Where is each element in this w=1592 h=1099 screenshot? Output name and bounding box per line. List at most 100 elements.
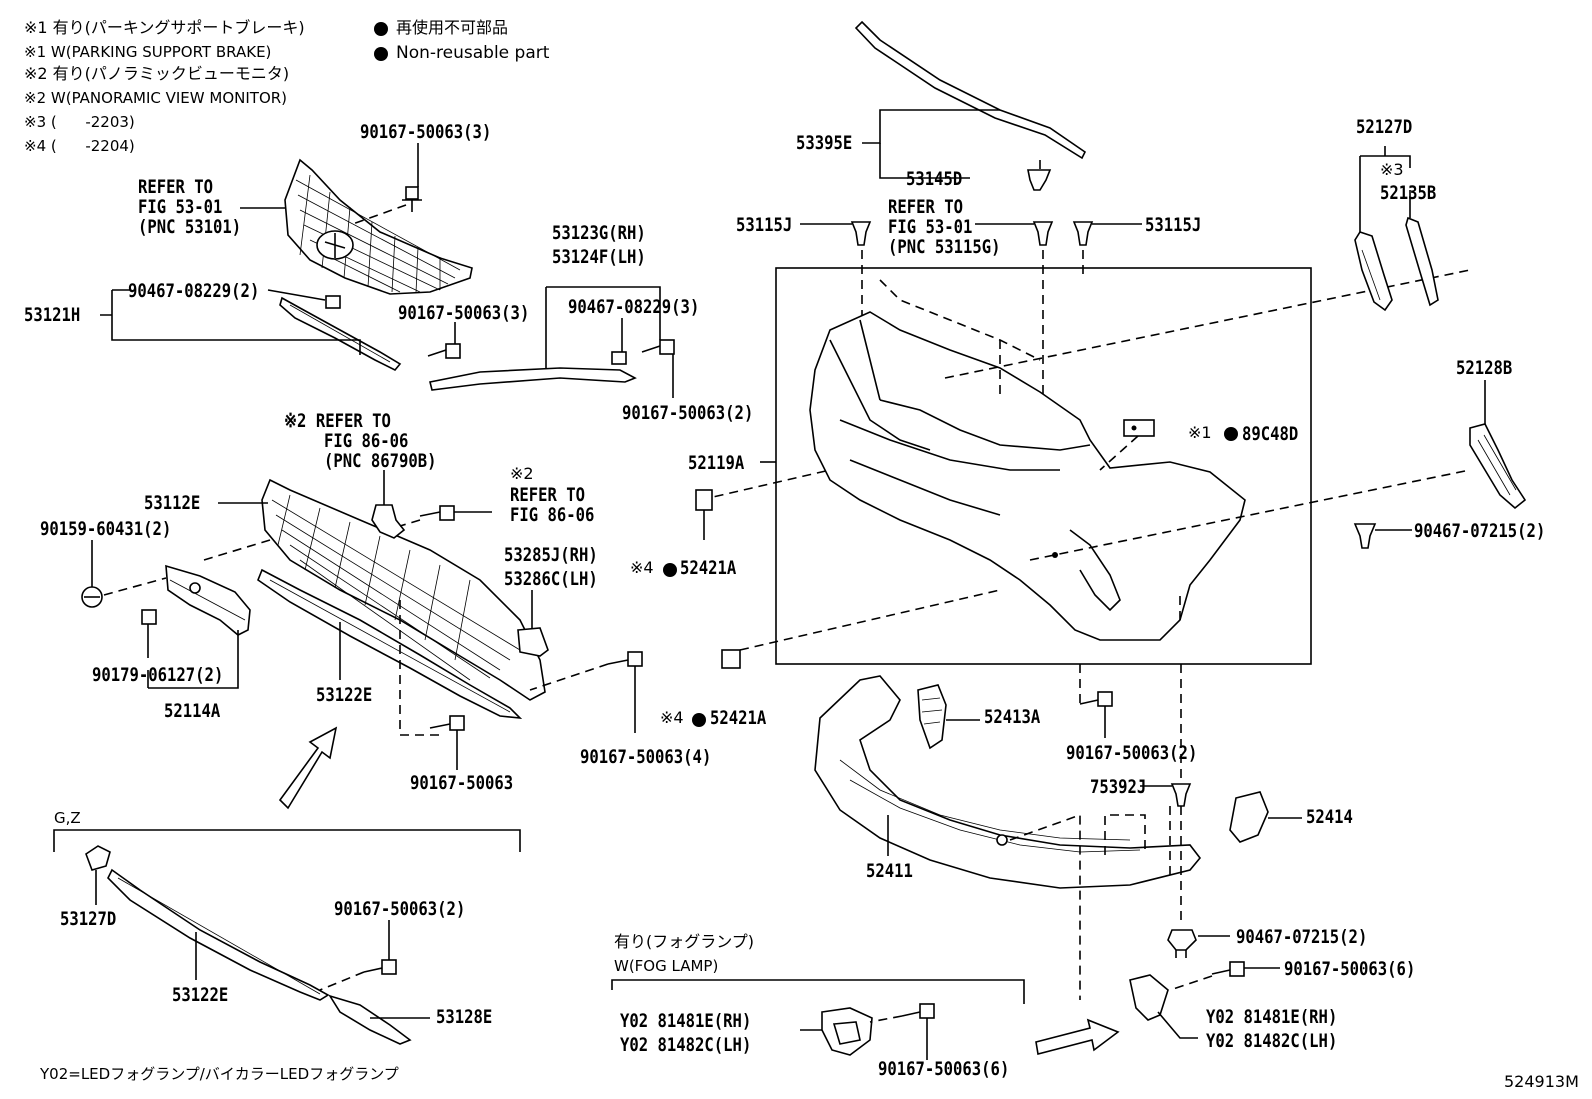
bracket-89C48D bbox=[1123, 419, 1155, 437]
clip-53115G bbox=[1032, 221, 1054, 246]
label-90167-50063-3b: 90167-50063(3) bbox=[398, 302, 530, 324]
label-53285J: 53285J(RH) bbox=[504, 544, 598, 566]
clip-52421A-a bbox=[695, 489, 713, 511]
label-90467-07215-2b: 90467-07215(2) bbox=[1236, 926, 1368, 948]
note-2-jp: ※2 有り(パノラミックビューモニタ) bbox=[24, 64, 290, 83]
label-53115J-a: 53115J bbox=[736, 214, 793, 236]
label-refer-86b-2: FIG 86-06 bbox=[510, 504, 595, 526]
bracket-52114A bbox=[165, 564, 251, 636]
label-53127D: 53127D bbox=[60, 908, 117, 930]
lower-molding-53122E-a bbox=[257, 568, 523, 720]
gz-bracket bbox=[53, 829, 521, 852]
dot-89C48D bbox=[1224, 427, 1238, 441]
label-53395E: 53395E bbox=[796, 132, 853, 154]
retainer-52135B bbox=[1405, 216, 1439, 307]
label-90167-50063-2c: 90167-50063(2) bbox=[334, 898, 466, 920]
label-90467-07215-2a: 90467-07215(2) bbox=[1414, 520, 1546, 542]
label-53115J-b: 53115J bbox=[1145, 214, 1202, 236]
clip-52421A-b bbox=[721, 649, 741, 669]
label-53128E: 53128E bbox=[436, 1006, 493, 1028]
label-90467-08229-3: 90467-08229(3) bbox=[568, 296, 700, 318]
label-52411: 52411 bbox=[866, 860, 913, 882]
arrow-2 bbox=[1035, 1018, 1120, 1055]
fog-bracket-right bbox=[1129, 974, 1169, 1021]
label-52135B: 52135B bbox=[1380, 182, 1437, 204]
bracket-86790B bbox=[371, 504, 406, 539]
label-fog-jp: 有り(フォグランプ) bbox=[614, 932, 755, 951]
label-90467-08229-2: 90467-08229(2) bbox=[128, 280, 260, 302]
mount-hole bbox=[1052, 552, 1058, 558]
bolt-90167-g bbox=[363, 959, 397, 975]
legend-en: Non-reusable part bbox=[396, 43, 550, 63]
legend-dot-en bbox=[374, 47, 388, 61]
bumper-cover-box bbox=[775, 267, 1312, 665]
label-52413A: 52413A bbox=[984, 706, 1041, 728]
clip-90467-a bbox=[325, 295, 341, 309]
note-1-jp: ※1 有り(パーキングサポートブレーキ) bbox=[24, 18, 305, 37]
label-52421A-a-prefix: ※4 bbox=[630, 558, 654, 577]
label-90179-06127: 90179-06127(2) bbox=[92, 664, 224, 686]
label-53122E-a: 53122E bbox=[316, 684, 373, 706]
fog-bracket-box bbox=[611, 979, 1025, 1004]
label-90167-50063-4: 90167-50063(4) bbox=[580, 746, 712, 768]
label-refer-53115-2: FIG 53-01 bbox=[888, 216, 973, 238]
bracket-52414 bbox=[1229, 791, 1269, 843]
note-4: ※4 ( -2204) bbox=[24, 137, 135, 155]
legend-jp: 再使用不可部品 bbox=[396, 18, 509, 37]
bracket-52413A bbox=[917, 684, 947, 750]
label-gz: G,Z bbox=[54, 809, 81, 827]
label-53112E: 53112E bbox=[144, 492, 201, 514]
label-refer-53115-1: REFER TO bbox=[888, 196, 964, 218]
label-x3: ※3 bbox=[1380, 160, 1404, 179]
label-52421A-a: 52421A bbox=[680, 557, 737, 579]
nut-90179 bbox=[141, 609, 157, 625]
retainer-52128B bbox=[1469, 423, 1527, 510]
label-52127D: 52127D bbox=[1356, 116, 1413, 138]
label-90167-50063-2: 90167-50063(2) bbox=[622, 402, 754, 424]
label-53145D: 53145D bbox=[906, 168, 963, 190]
bolt-90167-c bbox=[641, 339, 675, 355]
label-53122E-b: 53122E bbox=[172, 984, 229, 1006]
label-refer-86b-0: ※2 bbox=[510, 464, 534, 483]
label-52421A-b-prefix: ※4 bbox=[660, 708, 684, 727]
bolt-90167-f bbox=[607, 651, 643, 667]
clip-53115J-a bbox=[850, 221, 872, 246]
label-90167-50063-3: 90167-50063(3) bbox=[360, 121, 492, 143]
label-81482C-b: Y02 81482C(LH) bbox=[1206, 1030, 1338, 1052]
note-3: ※3 ( -2203) bbox=[24, 113, 135, 131]
bumper-cover-52119A bbox=[809, 279, 1246, 641]
clip-75392J bbox=[1170, 783, 1192, 807]
lower-molding-53122E-b bbox=[107, 868, 330, 1001]
label-81481E-b: Y02 81481E(RH) bbox=[1206, 1006, 1338, 1028]
label-fog-en: W(FOG LAMP) bbox=[614, 957, 719, 975]
clip-90467-b bbox=[611, 351, 627, 365]
label-90159-60431: 90159-60431(2) bbox=[40, 518, 172, 540]
clip-53145D bbox=[1027, 169, 1052, 191]
label-refer-86-1: ※2 REFER TO bbox=[284, 410, 391, 432]
legend-dot-jp bbox=[374, 22, 388, 36]
lower-bumper-52411 bbox=[814, 675, 1202, 1000]
bolt-90167-d bbox=[419, 505, 455, 521]
label-refer-53115-3: (PNC 53115G) bbox=[888, 236, 1001, 258]
note-1-en: ※1 W(PARKING SUPPORT BRAKE) bbox=[24, 43, 272, 61]
label-52128B: 52128B bbox=[1456, 357, 1513, 379]
bolt-90159 bbox=[81, 586, 103, 608]
label-90167-50063: 90167-50063 bbox=[410, 772, 514, 794]
top-seal-53395E bbox=[854, 20, 1087, 160]
label-52119A: 52119A bbox=[688, 452, 745, 474]
label-53124F: 53124F(LH) bbox=[552, 246, 646, 268]
lower-grille-53112E bbox=[261, 478, 546, 701]
dot-52421A-a bbox=[663, 563, 677, 577]
clip-90467-07215-a bbox=[1353, 523, 1377, 549]
upper-grille bbox=[284, 158, 473, 295]
label-81481E-a: Y02 81481E(RH) bbox=[620, 1010, 752, 1032]
label-90167-50063-2b: 90167-50063(2) bbox=[1066, 742, 1198, 764]
arrow-1 bbox=[278, 726, 338, 810]
bolt-90167-h bbox=[1079, 691, 1113, 707]
bracket-53285J bbox=[517, 627, 549, 657]
label-53123G: 53123G(RH) bbox=[552, 222, 646, 244]
label-75392J: 75392J bbox=[1090, 776, 1147, 798]
cap-53127D bbox=[85, 845, 111, 871]
retainer-52127D bbox=[1354, 231, 1393, 312]
